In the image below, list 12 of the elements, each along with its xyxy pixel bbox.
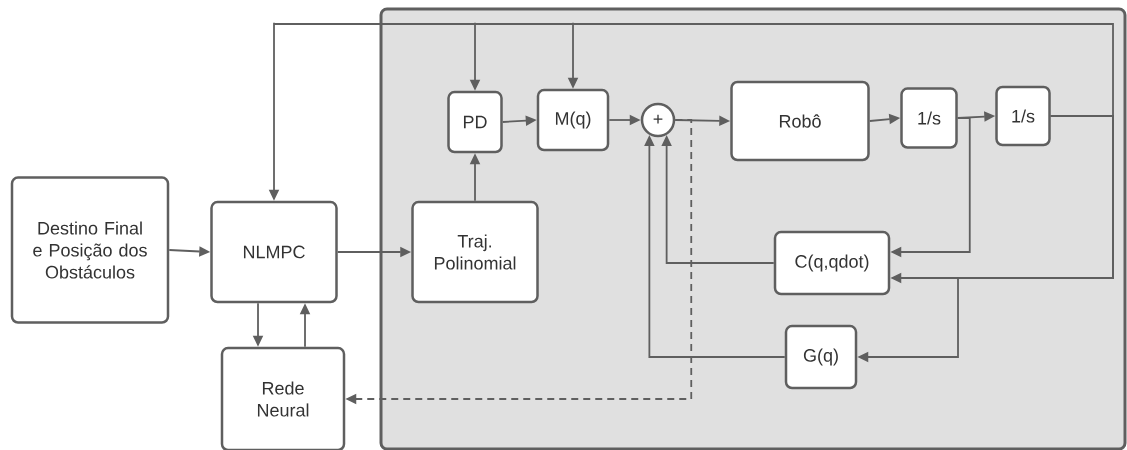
process-box: NLMPC xyxy=(210,200,338,304)
process-box: Destino Final e Posição dos Obstáculos xyxy=(10,176,170,324)
process-box: C(q,qdot) xyxy=(773,230,891,296)
sum-junction: + xyxy=(640,102,676,138)
process-box: 1/s xyxy=(900,87,958,149)
process-box: Traj. Polinomial xyxy=(411,200,539,304)
process-box: PD xyxy=(447,90,503,154)
process-box: 1/s xyxy=(995,85,1051,147)
process-box: Robô xyxy=(730,80,870,162)
process-box: G(q) xyxy=(784,324,858,390)
process-box: Rede Neural xyxy=(220,346,346,450)
process-box: M(q) xyxy=(536,88,610,152)
